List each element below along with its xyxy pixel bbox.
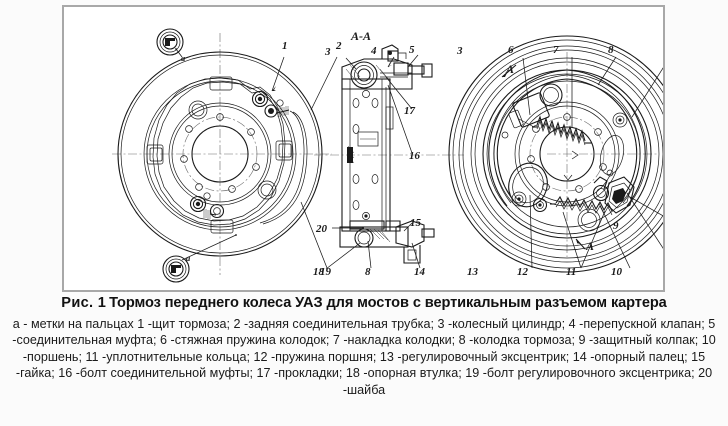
callout-left-1: 1	[282, 40, 288, 52]
callout-mid-17: 17	[404, 105, 416, 117]
right-view-wheel-cylinder	[501, 83, 563, 139]
callout-mid-16: 16	[409, 150, 421, 162]
right-view-callouts: 3 6 7 8 9 10 11 12 13	[456, 44, 623, 278]
figure-number: Рис. 1	[61, 295, 107, 311]
middle-view-callouts: 3 4 5 17 16 20 15 18 8 14	[313, 44, 426, 278]
middle-view-support-pin	[339, 220, 435, 264]
left-view-marker-pin-top	[156, 28, 184, 56]
callout-mid-5: 5	[409, 44, 415, 56]
left-view-lower-fitting	[189, 192, 225, 219]
callout-right-3: 3	[456, 45, 463, 57]
brake-assembly-drawing: 1 2 19 a a A-A	[112, 28, 663, 283]
left-view-marker-pin-bottom	[162, 255, 190, 283]
callout-mid-14: 14	[414, 266, 426, 278]
callout-right-11: 11	[566, 266, 576, 278]
right-view-return-spring-upper	[532, 115, 592, 146]
section-marker-a-bottom: A	[575, 238, 594, 253]
right-view-brake-assembly: A A	[448, 35, 663, 273]
callout-right-12: 12	[517, 266, 529, 278]
callout-mid-4: 4	[370, 45, 377, 57]
middle-view-section-aa: A-A	[314, 29, 464, 270]
callout-mid-3: 3	[324, 46, 331, 58]
callout-right-8: 8	[608, 44, 614, 56]
left-view-callouts: 1 2 19 a a	[181, 40, 342, 278]
figure-frame: 1 2 19 a a A-A	[62, 5, 665, 292]
callout-right-7: 7	[553, 44, 559, 56]
figure-legend: а - метки на пальцах 1 -щит тормоза; 2 -…	[12, 317, 716, 397]
callout-mid-8: 8	[365, 266, 371, 278]
svg-text:A: A	[585, 239, 594, 253]
left-view-brake-shield	[112, 28, 338, 283]
svg-text:A: A	[505, 62, 514, 76]
callout-left-2: 2	[335, 40, 342, 52]
right-view-adjuster-eccentric	[508, 162, 548, 213]
section-label-aa: A-A	[350, 29, 371, 43]
middle-view-wheel-cylinder	[341, 44, 433, 90]
callout-mid-20: 20	[315, 223, 328, 235]
section-marker-a-top: A	[501, 62, 517, 78]
callout-left-a-bottom: a	[186, 253, 191, 263]
callout-right-6: 6	[508, 44, 514, 56]
callout-right-10: 10	[611, 266, 623, 278]
callout-mid-18: 18	[313, 266, 325, 278]
left-view-upper-fitting	[251, 90, 308, 225]
callout-left-a-top: a	[181, 53, 186, 63]
right-view-piston-assembly	[592, 169, 635, 214]
callout-right-13: 13	[467, 266, 479, 278]
callout-left-19: 19	[320, 266, 332, 278]
callout-right-9: 9	[613, 220, 619, 232]
callout-mid-15: 15	[410, 217, 422, 229]
figure-title: Тормоз переднего колеса УАЗ для мостов с…	[109, 295, 667, 311]
